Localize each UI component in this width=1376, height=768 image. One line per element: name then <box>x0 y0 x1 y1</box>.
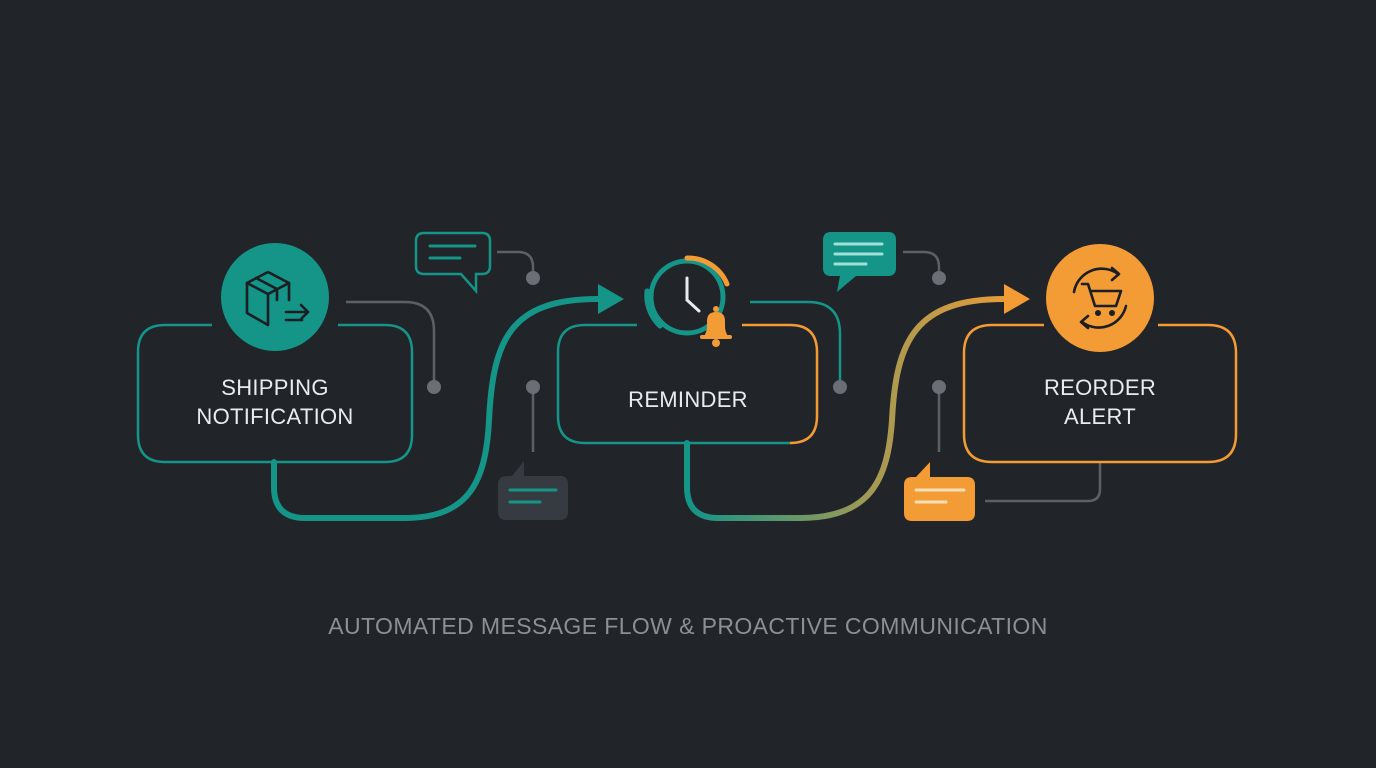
connector-dot <box>526 380 540 394</box>
cart-refresh-icon <box>1046 244 1154 352</box>
reorder-node-frame <box>962 323 1238 464</box>
connector-line <box>497 250 535 278</box>
chat-bubble-icon <box>904 462 975 521</box>
chat-bubble-icon <box>498 461 568 520</box>
reorder-node-label-line2: ALERT <box>1064 404 1136 429</box>
connector-dots <box>427 271 946 394</box>
reminder-node-frame-right <box>742 323 819 445</box>
chat-bubble-icon <box>823 232 896 292</box>
connector-line <box>985 462 1102 503</box>
shipping-node-label-line2: NOTIFICATION <box>196 404 353 429</box>
connector-dot <box>932 380 946 394</box>
connector-dot <box>932 271 946 285</box>
reminder-node-label: REMINDER <box>628 387 748 412</box>
clock-bell-icon <box>644 255 732 347</box>
flow-arrow-1 <box>271 296 601 521</box>
connector-line <box>903 250 941 278</box>
reminder-top-connector <box>750 300 842 387</box>
connector-dot <box>833 380 847 394</box>
connector-dot <box>427 380 441 394</box>
reorder-node-label-line1: REORDER <box>1044 375 1156 400</box>
flow-arrow-1-head <box>598 284 624 314</box>
reminder-node-frame-left <box>556 323 790 445</box>
diagram-caption: AUTOMATED MESSAGE FLOW & PROACTIVE COMMU… <box>328 613 1048 639</box>
connector-dot <box>526 271 540 285</box>
package-shipping-icon <box>221 243 329 351</box>
chat-bubble-icon <box>414 231 492 295</box>
shipping-node-label-line1: SHIPPING <box>221 375 329 400</box>
flow-arrow-2 <box>684 296 1007 521</box>
bell-icon <box>700 306 732 347</box>
connector-line <box>346 300 436 387</box>
flow-arrow-2-head <box>1004 284 1030 314</box>
connectors <box>346 250 1102 503</box>
